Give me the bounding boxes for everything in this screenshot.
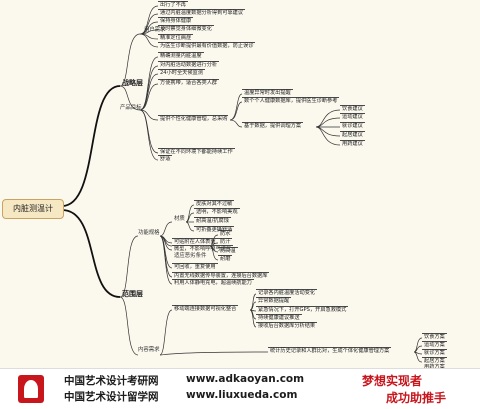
scope-layer-node[interactable]: 范围层 [122,290,143,298]
material-item[interactable]: 透明，不影响美观 [194,208,240,215]
service-sub-item[interactable]: 基于数据，提供调理方案 [242,122,304,129]
product-goal-item[interactable]: 舒适 [158,155,173,162]
plan-option-item[interactable]: 用药方案 [424,364,445,370]
condition-item[interactable]: 防高温 [218,247,238,254]
user-need-item[interactable]: 出行了不再 [158,1,188,8]
plan-item[interactable]: 起居建议 [340,131,365,138]
plan-option-item[interactable]: 起居方案 [422,357,447,364]
site-name-1: 中国艺术设计考研网 [64,375,159,387]
user-need-item[interactable]: 及时察觉身体细微变化 [158,25,214,32]
mobile-link-node[interactable]: 移动端连接数据可视化整合 [172,305,239,312]
slogan-2: 成功助推手 [386,391,447,405]
function-item[interactable]: 利用人体静电充电，超温续航能力 [172,279,254,286]
link-item[interactable]: 接收后台数据库分析结果 [256,322,318,329]
plan-item[interactable]: 饮食建议 [340,105,365,112]
condition-item[interactable]: 防水 [218,230,233,237]
product-goal-item[interactable]: 保证在不同环境下都能持续工作 [158,148,235,155]
footer-banner: 中国艺术设计考研网 www.adkaoyan.com 中国艺术设计留学网 www… [0,368,480,409]
link-item[interactable]: 记录各内脏温度活动变化 [256,289,318,296]
product-goal-item[interactable]: 24小时全天候监测 [158,69,205,76]
link-item[interactable]: 紧急情况下，打开GPS，开启急救模式 [256,306,349,313]
service-sub-item[interactable]: 数个个人健康数据库，提供医生诊断参考 [242,97,340,104]
harsh-conditions-node[interactable]: 适应恶劣条件 [174,253,207,259]
product-goal-item[interactable]: 对内脏活动数据进行分析 [158,61,220,68]
mindmap-connectors [61,5,423,363]
condition-item[interactable]: 防汗 [218,238,233,245]
product-goal-item[interactable]: 方便携带，适合各类人群 [158,79,220,86]
user-need-item[interactable]: 保持身体健康 [158,17,194,24]
slogan-1: 梦想实现者 [362,374,423,388]
function-item[interactable]: 微型，不影响呼吸与透气 [172,245,234,252]
plan-option-item[interactable]: 饮食方案 [422,333,447,340]
condition-item[interactable]: 耐磨 [218,255,233,262]
plan-item[interactable]: 用药建议 [340,140,365,147]
plan-item[interactable]: 运动建议 [340,113,365,120]
link-item[interactable]: 异常数据提醒 [256,297,292,304]
brand-logo-icon [18,375,44,403]
material-item[interactable]: 可折叠更换舒适 [194,226,235,233]
user-need-item[interactable]: 通过内脏温度数据分析得到可靠建议 [158,9,246,16]
product-goals-node[interactable]: 产品目标 [120,105,142,111]
plan-item[interactable]: 就诊建议 [340,122,365,129]
strategy-layer-node[interactable]: 战略层 [122,79,143,87]
material-item[interactable]: 耐高温/抗腐蚀 [194,217,231,224]
user-need-item[interactable]: 为医生诊断提供最有价值数据，防止误诊 [158,42,256,49]
function-item[interactable]: 内置无线数据传导装置，连接后台数据库 [172,272,270,279]
plan-option-item[interactable]: 就诊方案 [422,349,447,356]
link-item[interactable]: 持续健康建议推送 [256,314,302,321]
service-sub-item[interactable]: 温度异常时发出提醒 [242,89,293,96]
site-url-2[interactable]: www.liuxueda.com [186,389,298,401]
material-node[interactable]: 材质 [174,216,185,222]
plan-option-item[interactable]: 运动方案 [422,341,447,348]
user-needs-node[interactable]: 用户需求 [144,27,166,33]
health-plan-node[interactable]: 统计历史记录和人群比对，生成个体化健康管理方案 [268,347,392,354]
function-spec-node[interactable]: 功能规格 [138,230,160,236]
site-url-1[interactable]: www.adkaoyan.com [186,373,305,385]
content-needs-node[interactable]: 内容需求 [138,347,160,353]
site-name-2: 中国艺术设计留学网 [64,391,159,403]
function-item[interactable]: 可贴附在人体表面 [172,238,218,245]
root-node[interactable]: 内脏测温计 [2,199,64,219]
material-item[interactable]: 皮肤对其不过敏 [194,200,235,207]
function-item[interactable]: 可回收，重复使用 [172,263,218,270]
service-node[interactable]: 提供个性化健康管理，总采购 [158,115,228,122]
product-goal-item[interactable]: 精确测量内脏温度 [158,52,204,59]
user-need-item[interactable]: 精准定位病症 [158,34,194,41]
